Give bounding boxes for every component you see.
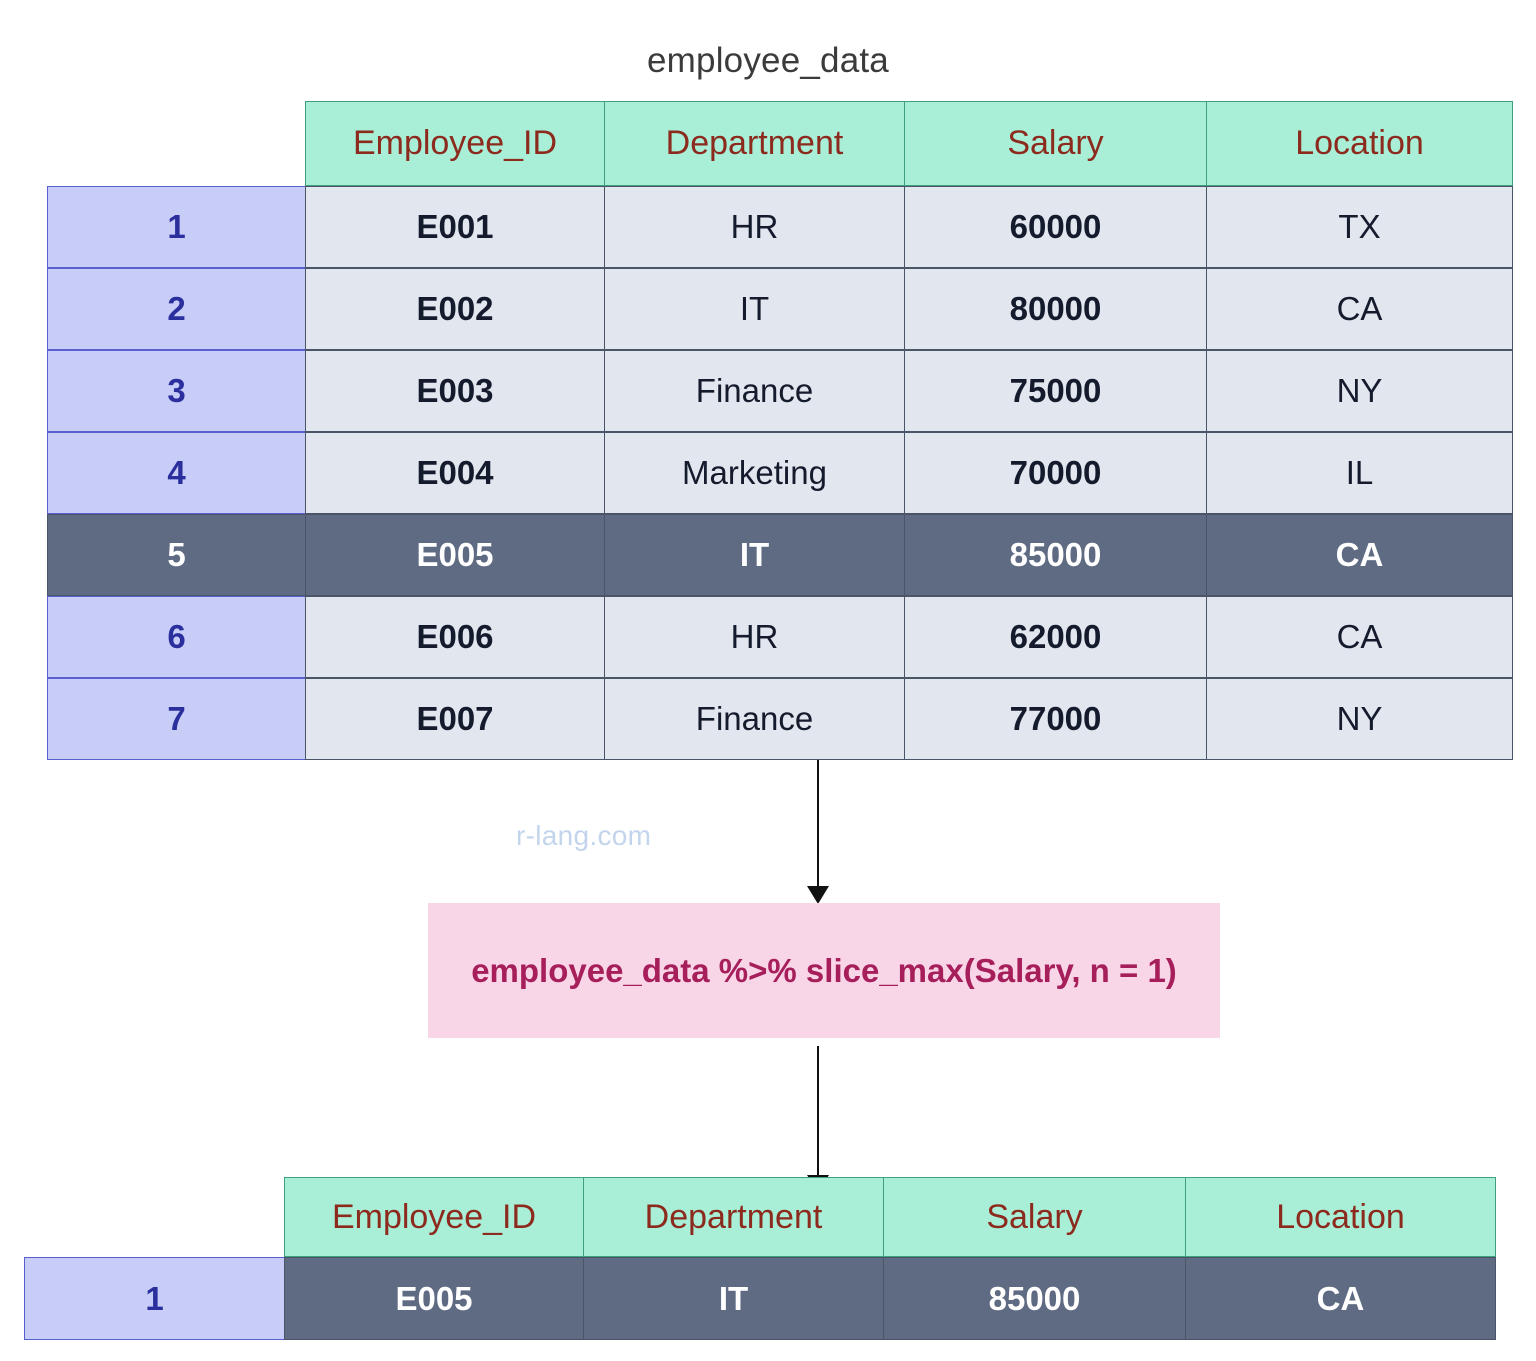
input-row-index: 3 [47,350,306,432]
output-header-salary: Salary [883,1177,1186,1257]
input-cell-location: CA [1206,268,1513,350]
page-title: employee_data [647,41,889,80]
input-cell-employee-id: E003 [305,350,605,432]
input-cell-department: HR [604,186,905,268]
input-cell-location: NY [1206,350,1513,432]
output-cell-salary: 85000 [883,1257,1186,1340]
input-cell-location: TX [1206,186,1513,268]
input-cell-employee-id: E007 [305,678,605,760]
input-cell-location: IL [1206,432,1513,514]
input-cell-department-highlighted: IT [604,514,905,596]
input-row-index: 6 [47,596,306,678]
arrow-table-to-code-head [807,886,829,904]
input-cell-location-highlighted: CA [1206,514,1513,596]
input-cell-salary: 60000 [904,186,1207,268]
input-cell-salary: 80000 [904,268,1207,350]
arrow-code-to-result-line [817,1046,819,1177]
input-cell-department: Finance [604,350,905,432]
output-header-employee-id: Employee_ID [284,1177,584,1257]
input-cell-employee-id: E006 [305,596,605,678]
input-row-index-highlighted: 5 [47,514,306,596]
input-header-employee-id: Employee_ID [305,101,605,186]
input-cell-employee-id: E001 [305,186,605,268]
input-cell-salary: 75000 [904,350,1207,432]
code-box: employee_data %>% slice_max(Salary, n = … [428,903,1220,1038]
input-header-location: Location [1206,101,1513,186]
output-cell-location: CA [1185,1257,1496,1340]
arrow-table-to-code-line [817,760,819,888]
input-cell-employee-id-highlighted: E005 [305,514,605,596]
watermark-text: r-lang.com [516,820,652,851]
input-cell-salary: 62000 [904,596,1207,678]
input-cell-location: CA [1206,596,1513,678]
input-row-index: 4 [47,432,306,514]
output-header-department: Department [583,1177,884,1257]
input-cell-salary: 70000 [904,432,1207,514]
input-row-index: 1 [47,186,306,268]
input-cell-department: Marketing [604,432,905,514]
output-header-location: Location [1185,1177,1496,1257]
input-header-salary: Salary [904,101,1207,186]
input-cell-location: NY [1206,678,1513,760]
code-expression: employee_data %>% slice_max(Salary, n = … [471,951,1177,989]
input-row-index: 7 [47,678,306,760]
input-cell-department: HR [604,596,905,678]
output-cell-employee-id: E005 [284,1257,584,1340]
input-cell-salary-highlighted: 85000 [904,514,1207,596]
output-row-index: 1 [24,1257,285,1340]
input-header-department: Department [604,101,905,186]
input-cell-department: IT [604,268,905,350]
input-row-index: 2 [47,268,306,350]
input-cell-employee-id: E002 [305,268,605,350]
output-cell-department: IT [583,1257,884,1340]
input-cell-employee-id: E004 [305,432,605,514]
input-cell-salary: 77000 [904,678,1207,760]
input-cell-department: Finance [604,678,905,760]
